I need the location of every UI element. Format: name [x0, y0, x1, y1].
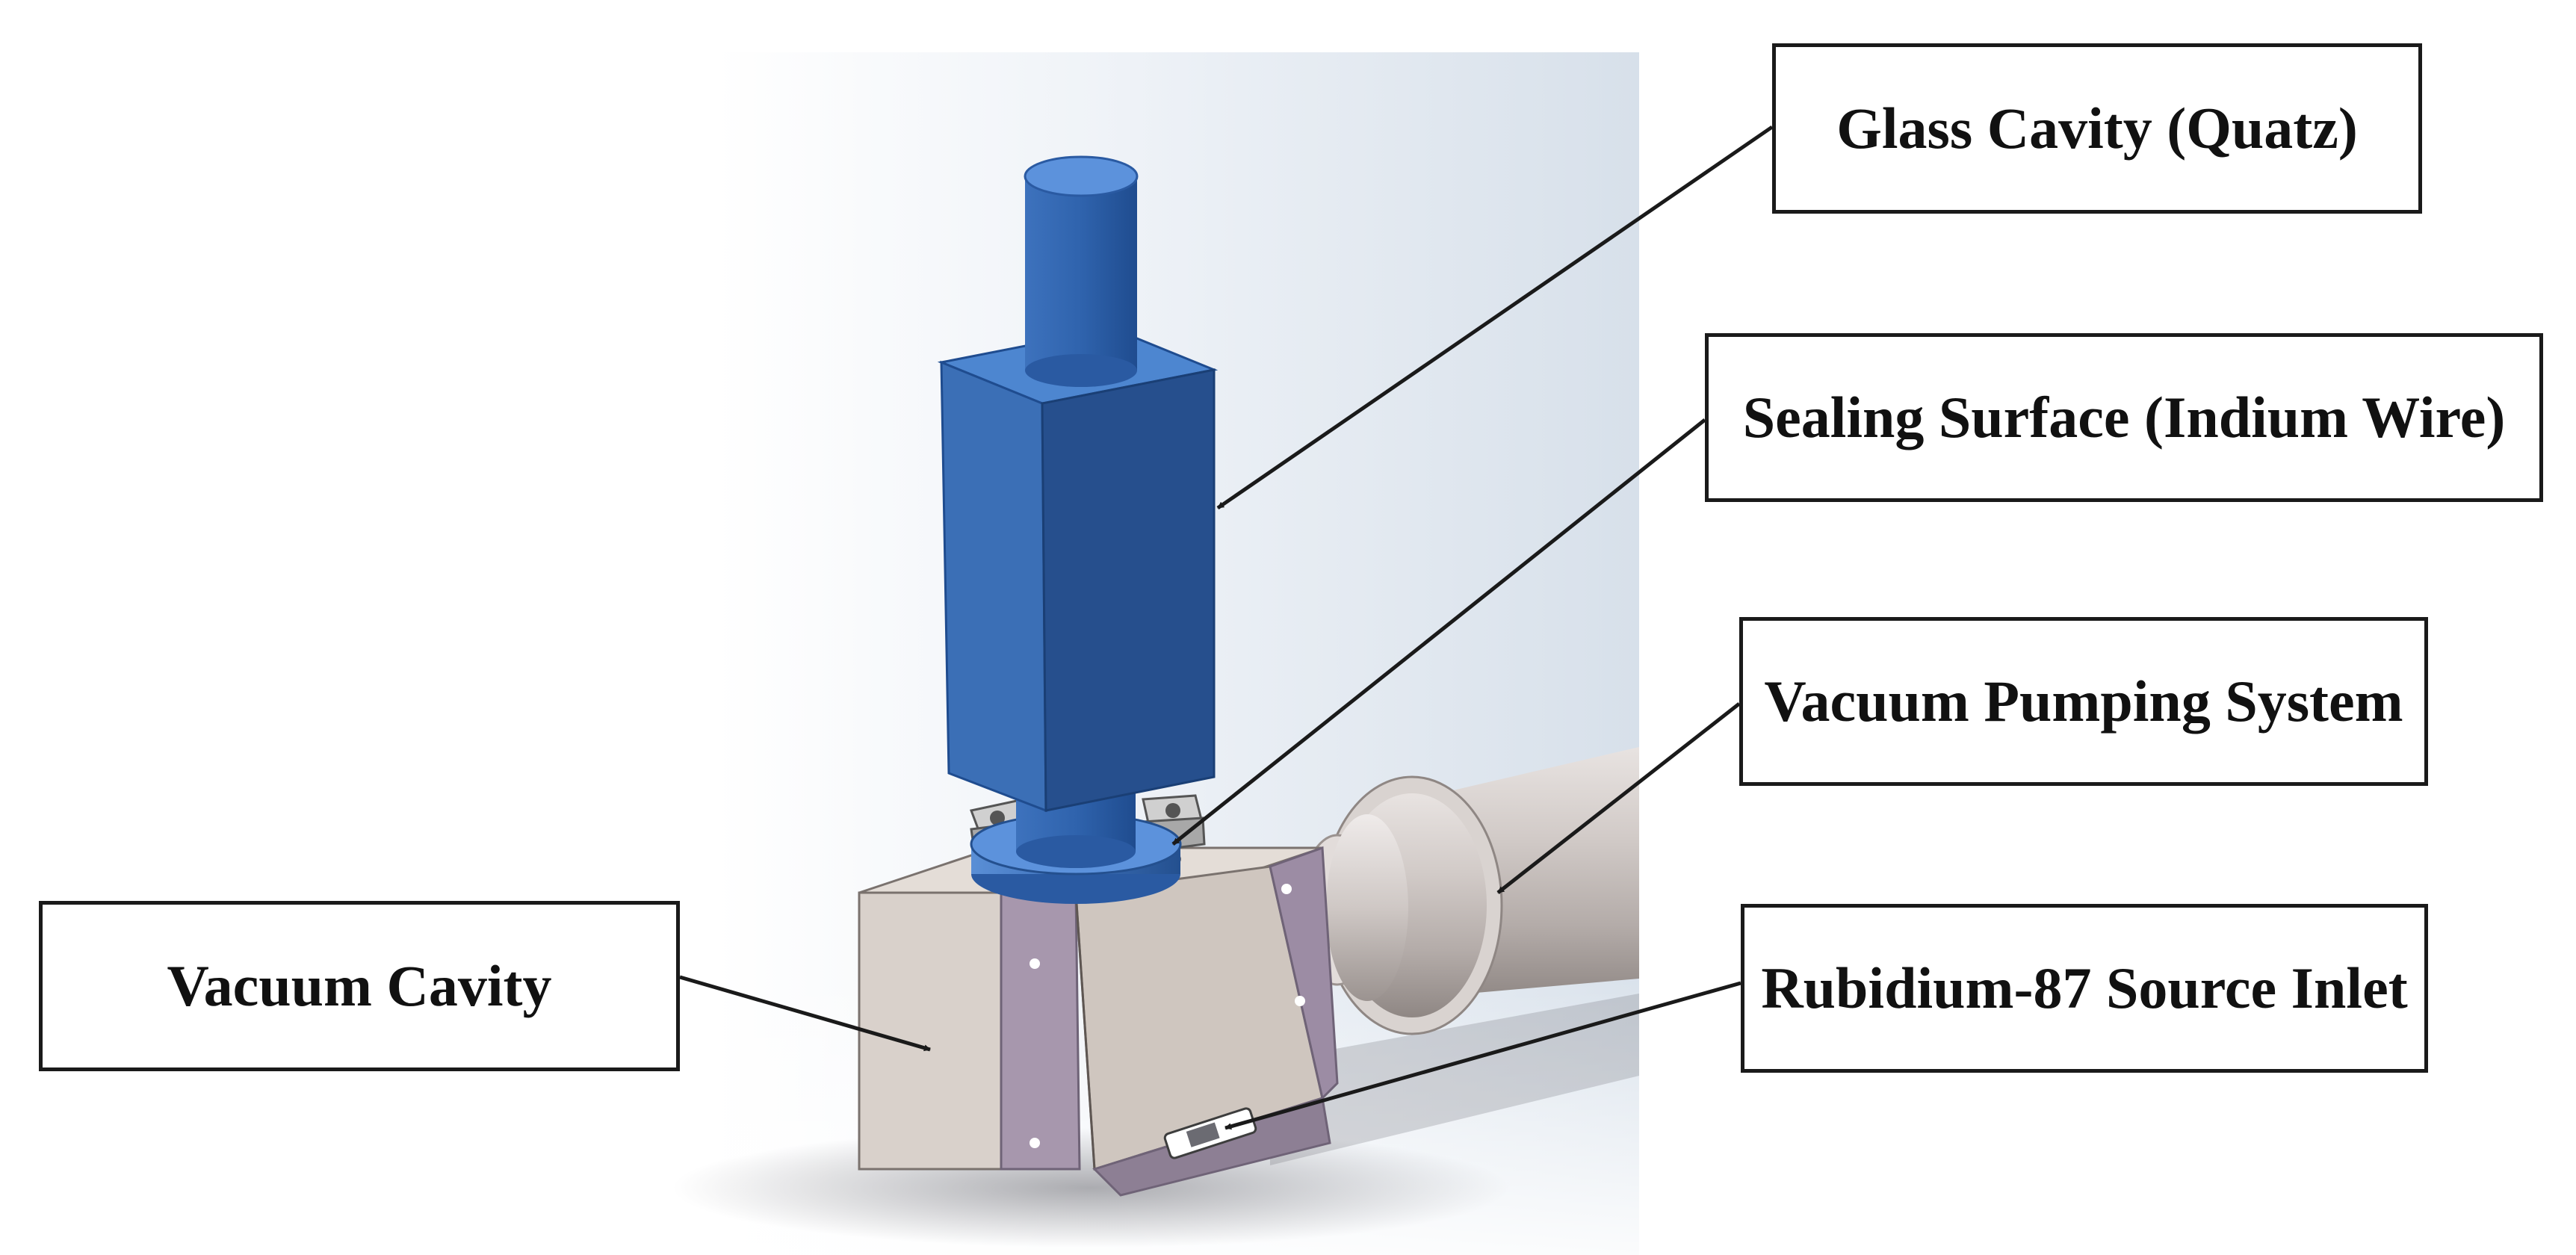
glass-cavity-body: [937, 327, 1219, 813]
label-vacuum-pumping-system: Vacuum Pumping System: [1739, 617, 2428, 786]
label-sealing-surface: Sealing Surface (Indium Wire): [1705, 333, 2543, 502]
label-rubidium-source-inlet: Rubidium-87 Source Inlet: [1741, 904, 2428, 1073]
vacuum-pump-tube: [1298, 747, 1639, 1035]
leader-vacuum-pumping: [1496, 702, 1741, 894]
leader-rubidium-inlet: [1224, 981, 1741, 1130]
ground-shadow: [672, 1128, 1509, 1248]
leader-glass-cavity: [1216, 125, 1774, 510]
leader-lines: [679, 125, 1774, 1130]
glass-cavity-top-cylinder: [1024, 155, 1139, 387]
leader-sealing-surface: [1171, 418, 1706, 846]
label-vacuum-cavity: Vacuum Cavity: [39, 901, 680, 1071]
leader-vacuum-cavity: [679, 975, 931, 1052]
label-glass-cavity: Glass Cavity (Quatz): [1772, 43, 2422, 214]
